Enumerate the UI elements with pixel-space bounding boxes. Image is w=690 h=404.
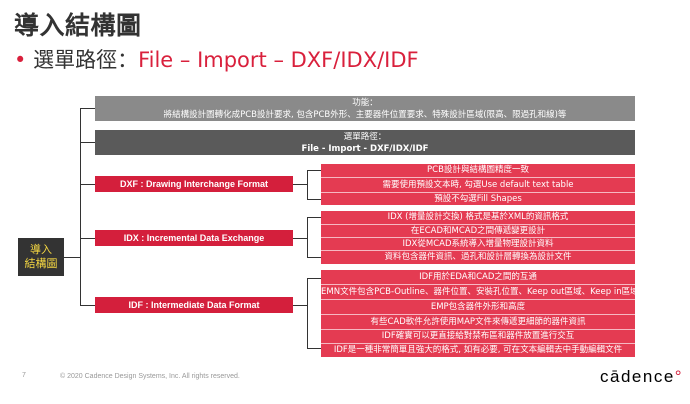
subtitle-path: File – Import – DXF/IDX/IDF [138, 48, 419, 72]
function-text: 將結構設計圖轉化成PCB設計要求, 包含PCB外形、主要器件位置要求、特殊設計區… [163, 109, 567, 120]
branch-idx [80, 238, 95, 239]
root-line1: 導入 [30, 243, 52, 256]
idx-detail-1: IDX (增量設計交換) 格式是基於XML的資訊格式 [387, 212, 569, 222]
dxf-detail-3: 預設不勾選Fill Shapes [321, 192, 635, 206]
subtitle-prefix: 選單路徑： [33, 48, 139, 72]
branch-dxf [80, 184, 95, 185]
idf-label-box: IDF : Intermediate Data Format [95, 297, 293, 313]
page-number: 7 [22, 372, 26, 379]
idf-bracket [307, 278, 308, 349]
idf-bracket-bottom [307, 348, 321, 349]
menu-path-box: 選單路徑： File - Import - DXF/IDX/IDF [95, 130, 635, 155]
cadence-logo: cādence° [600, 367, 683, 387]
dxf-bracket-bottom [307, 199, 321, 200]
idx-details: IDX (增量設計交換) 格式是基於XML的資訊格式 在ECAD和MCAD之間傳… [321, 211, 635, 264]
bullet: • [14, 48, 27, 72]
branch-idf [80, 305, 95, 306]
root-node: 導入 結構圖 [18, 238, 64, 276]
dxf-bracket-top [307, 170, 321, 171]
idx-connector [293, 238, 307, 239]
dxf-label: DXF : Drawing Interchange Format [119, 179, 269, 189]
dxf-bracket [307, 170, 308, 200]
menu-heading: 選單路徑： [343, 131, 387, 142]
idx-label: IDX : Incremental Data Exchange [123, 233, 265, 243]
idf-label: IDF : Intermediate Data Format [128, 300, 260, 310]
idx-detail-4: 資料包含器件資訊、過孔和設計層轉換為設計文件 [321, 250, 635, 264]
idf-detail-6: IDF是一種非常簡單且強大的格式, 如有必要, 可在文本編輯去中手動編輯文件 [321, 343, 635, 357]
function-box: 功能： 將結構設計圖轉化成PCB設計要求, 包含PCB外形、主要器件位置要求、特… [95, 96, 635, 121]
idx-label-box: IDX : Incremental Data Exchange [95, 230, 293, 246]
idf-details: IDF用於EDA和CAD之間的互通 EMN文件包含PCB-Outline、器件位… [321, 270, 639, 357]
idf-bracket-top [307, 278, 321, 279]
branch-menu [80, 142, 95, 143]
idf-detail-1: IDF用於EDA和CAD之間的互通 [419, 272, 537, 282]
logo-text: cādence [600, 367, 675, 386]
trunk-line [80, 108, 81, 305]
root-connector [64, 257, 80, 258]
dxf-detail-1: PCB設計與結構圖精度一致 [427, 165, 529, 175]
dxf-detail-2: 需要使用預設文本時, 勾選Use default text table [321, 177, 635, 192]
dxf-label-box: DXF : Drawing Interchange Format [95, 176, 293, 192]
idx-detail-2: 在ECAD和MCAD之間傳遞變更設計 [321, 224, 635, 237]
menu-text: File - Import - DXF/IDX/IDF [301, 143, 429, 154]
function-heading: 功能： [352, 97, 378, 108]
idf-detail-2: EMN文件包含PCB-Outline、器件位置、安裝孔位置、Keep out區域… [321, 284, 639, 299]
copyright: © 2020 Cadence Design Systems, Inc. All … [60, 373, 240, 380]
dxf-connector [293, 184, 307, 185]
dxf-details: PCB設計與結構圖精度一致 需要使用預設文本時, 勾選Use default t… [321, 164, 635, 205]
idf-detail-4: 有些CAD軟件允許使用MAP文件來傳遞更細節的器件資訊 [321, 314, 635, 329]
slide-title: 導入結構圖 [14, 11, 142, 40]
idf-detail-5: IDF確實可以更直接給對禁布區和器件放置進行交互 [321, 329, 635, 343]
menu-path-subtitle: • 選單路徑：File – Import – DXF/IDX/IDF [14, 44, 419, 74]
idf-detail-3: EMP包含器件外形和高度 [321, 299, 635, 314]
idx-bracket-bottom [307, 257, 321, 258]
logo-mark: ° [674, 367, 684, 386]
idx-bracket [307, 217, 308, 258]
idx-detail-3: IDX從MCAD系統導入增量物理設計資料 [321, 237, 635, 250]
root-line2: 結構圖 [24, 257, 58, 270]
idx-bracket-top [307, 217, 321, 218]
branch-function [80, 108, 95, 109]
idf-connector [293, 305, 307, 306]
